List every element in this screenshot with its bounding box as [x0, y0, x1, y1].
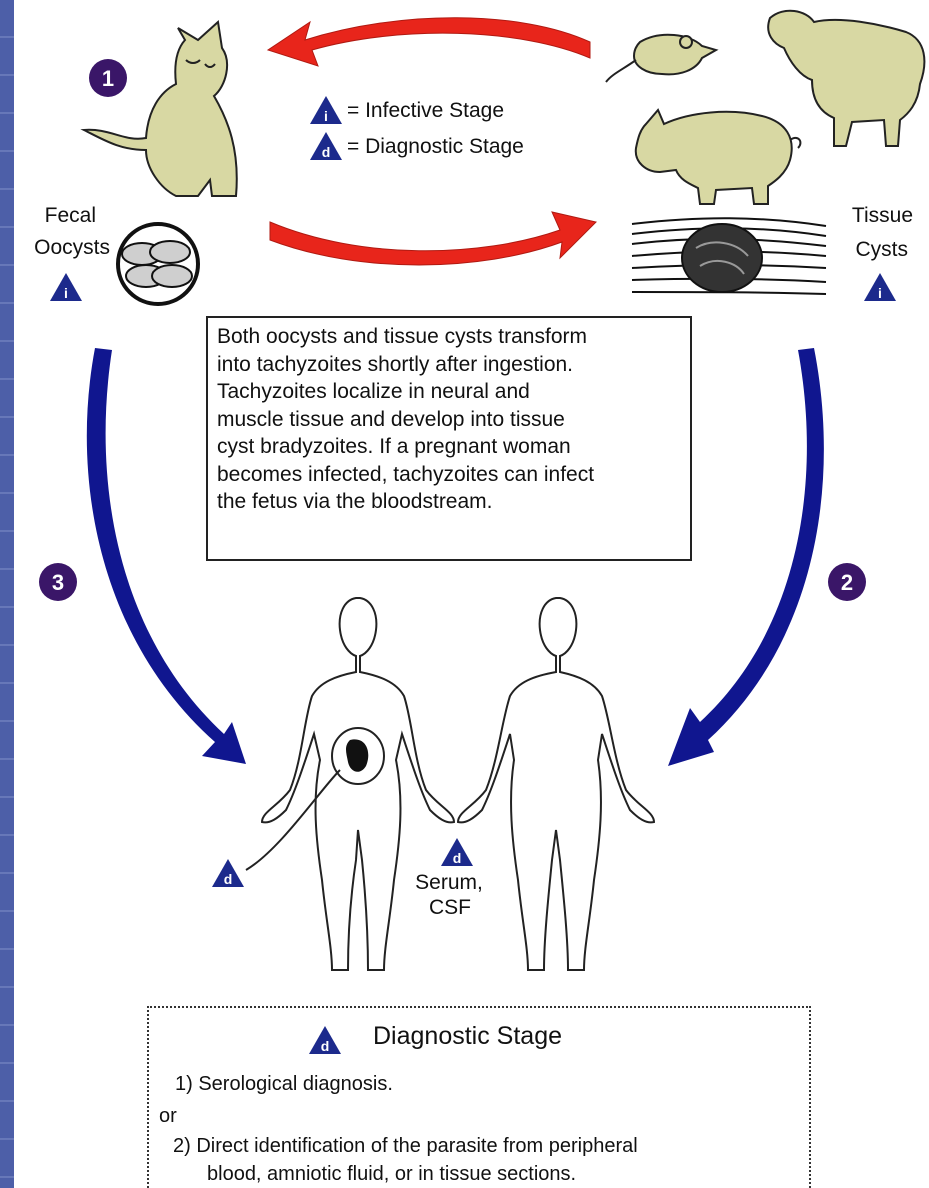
legend-infective: i = Infective Stage [310, 96, 504, 124]
step-2-badge: 2 [828, 563, 866, 601]
svg-text:1: 1 [102, 66, 114, 91]
arrow-to-cat [268, 18, 590, 66]
tissue-label: Tissue [852, 204, 913, 227]
svg-text:d: d [321, 1038, 330, 1054]
fetus-icon [332, 728, 384, 784]
tissue-cyst-icon [632, 218, 826, 294]
oocyst-icon [118, 224, 198, 304]
serum-diagnostic-marker: d [441, 838, 473, 866]
diagnostic-stage-box: d Diagnostic Stage 1) Serological diagno… [147, 1006, 811, 1188]
svg-text:i: i [878, 285, 882, 301]
svg-text:= Infective Stage: = Infective Stage [347, 99, 504, 122]
svg-text:i: i [64, 285, 68, 301]
pig-icon [636, 110, 801, 204]
oocysts-label: Oocysts [34, 236, 110, 259]
diagnostic-item-1: 1) Serological diagnosis. [175, 1073, 393, 1096]
mouse-icon [606, 35, 716, 82]
arrow-to-animals [270, 212, 596, 265]
serum-label: Serum, [415, 871, 483, 894]
step-1-badge: 1 [89, 59, 127, 97]
sheep-icon [768, 11, 924, 146]
fecal-label: Fecal [45, 204, 96, 227]
svg-text:d: d [453, 850, 462, 866]
diagnostic-or: or [159, 1105, 177, 1128]
csf-label: CSF [429, 896, 471, 919]
step-3-badge: 3 [39, 563, 77, 601]
description-text: Both oocysts and tissue cysts transform … [217, 323, 682, 516]
svg-text:d: d [224, 871, 233, 887]
svg-text:i: i [324, 108, 328, 124]
diagnostic-box-title: Diagnostic Stage [373, 1022, 562, 1051]
svg-text:2: 2 [841, 570, 853, 595]
cat-icon [84, 22, 237, 196]
fetus-diagnostic-marker: d [212, 859, 244, 887]
oocysts-infective-marker: i [50, 273, 82, 301]
diagnostic-item-2-line-2: blood, amniotic fluid, or in tissue sect… [207, 1163, 576, 1186]
diagnostic-item-2-line-1: 2) Direct identification of the parasite… [173, 1135, 638, 1158]
cysts-label: Cysts [856, 238, 909, 261]
cysts-infective-marker: i [864, 273, 896, 301]
legend-diagnostic: d = Diagnostic Stage [310, 132, 524, 160]
svg-text:d: d [322, 144, 331, 160]
description-box: Both oocysts and tissue cysts transform … [206, 316, 692, 561]
svg-text:3: 3 [52, 570, 64, 595]
man-icon [458, 598, 654, 970]
svg-text:= Diagnostic Stage: = Diagnostic Stage [347, 135, 524, 158]
diagnostic-box-marker: d [305, 1022, 345, 1058]
